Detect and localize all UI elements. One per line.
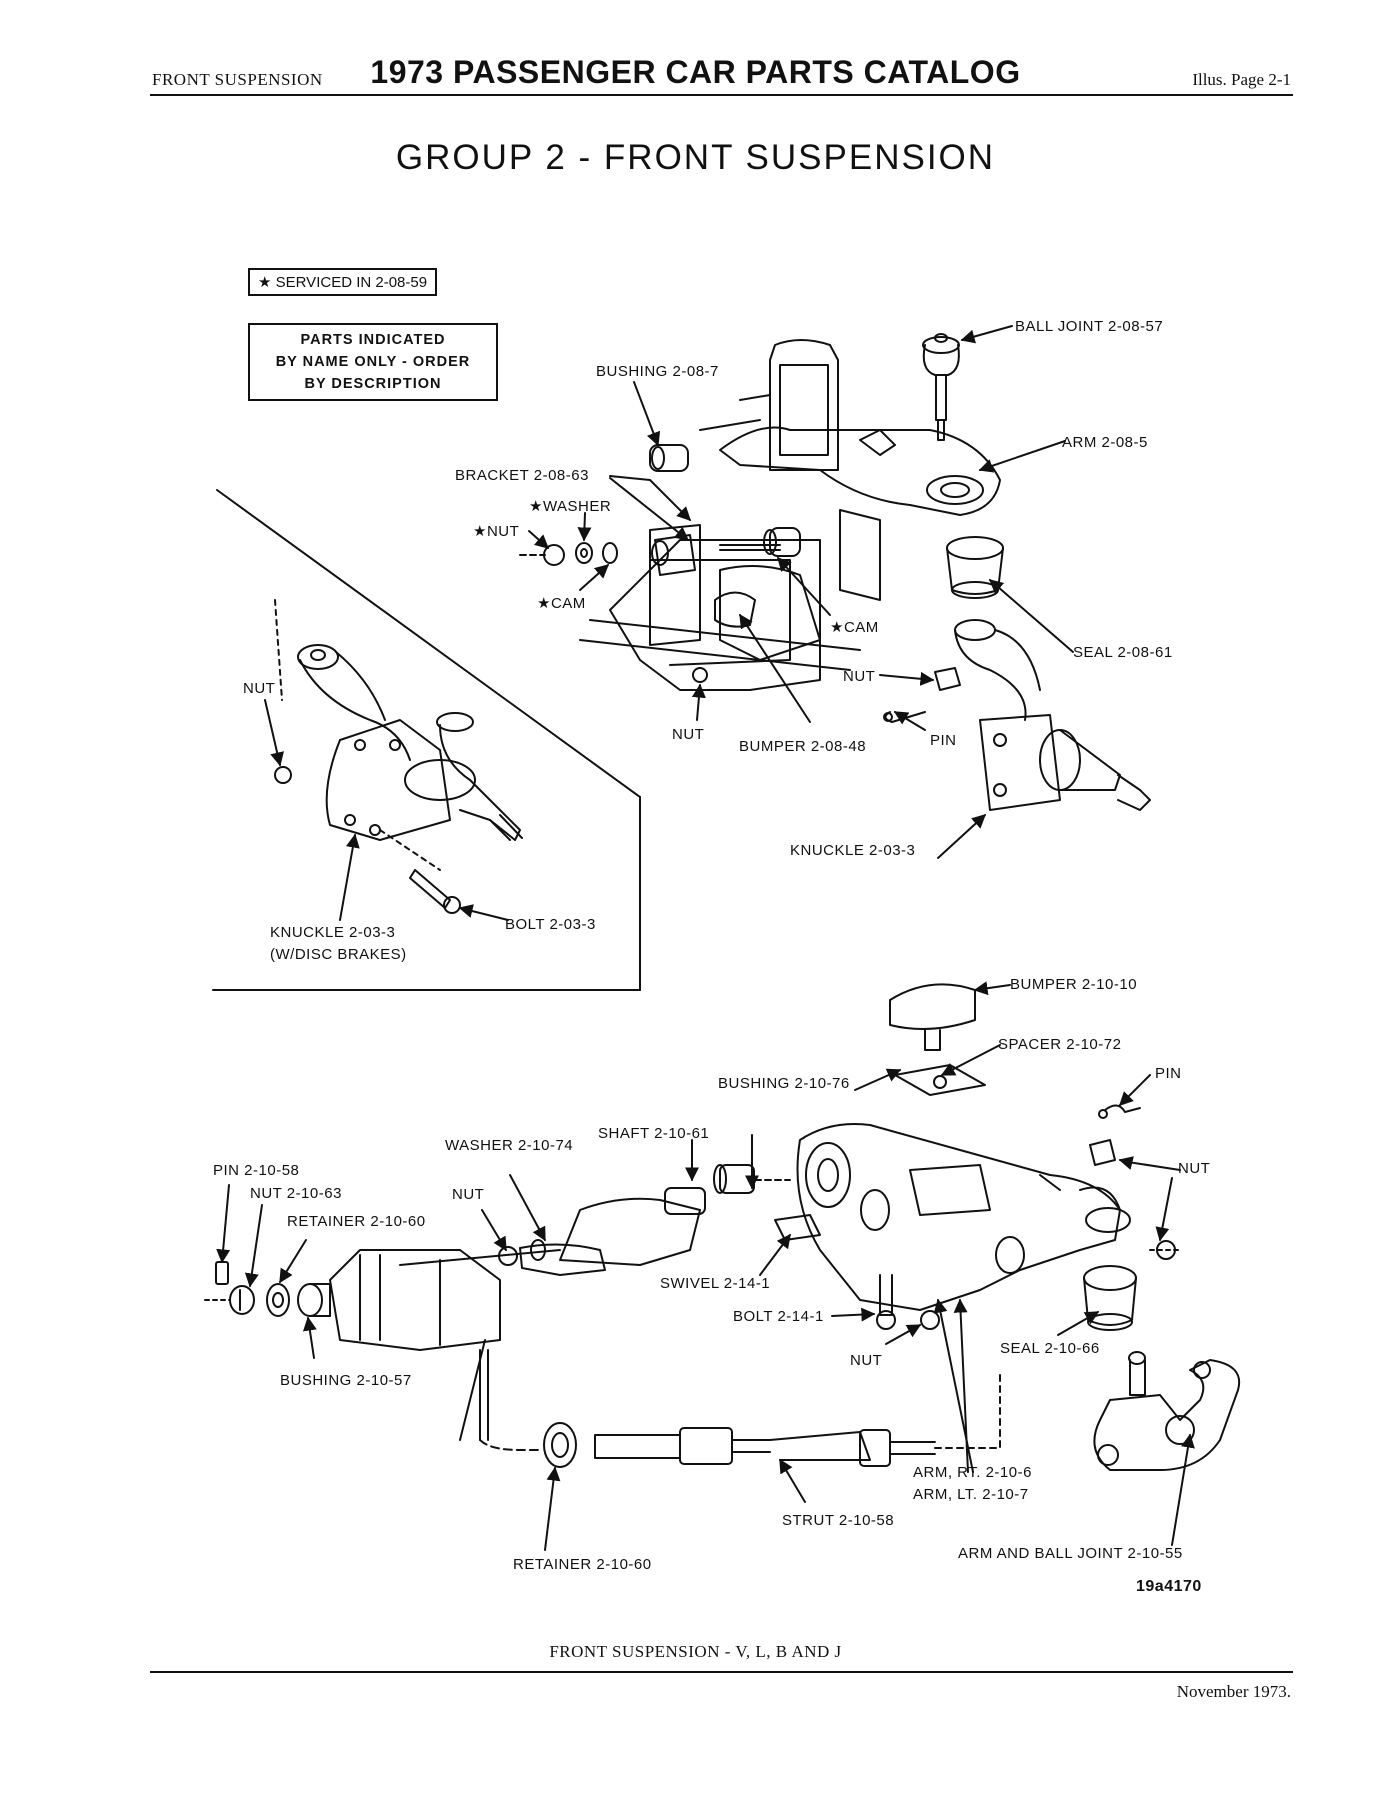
label-swivel: SWIVEL 2-14-1 bbox=[660, 1275, 771, 1292]
parts-note-line: BY DESCRIPTION bbox=[304, 376, 442, 392]
frame-bracket-drawing bbox=[579, 339, 881, 691]
label-nut-knuckle: NUT bbox=[843, 668, 876, 685]
label-bushing-76: BUSHING 2-10-76 bbox=[718, 1075, 850, 1092]
catalog-title: 1973 PASSENGER CAR PARTS CATALOG bbox=[370, 54, 1021, 90]
lower-ball-joint-hardware-drawing bbox=[1083, 1104, 1181, 1331]
label-cam-star-left: ★CAM bbox=[537, 595, 586, 612]
label-knuckle-inset-note: (W/DISC BRAKES) bbox=[270, 946, 407, 963]
label-nut-star: ★NUT bbox=[473, 523, 520, 540]
label-arm-rt: ARM, RT. 2-10-6 bbox=[913, 1464, 1032, 1481]
inset-knuckle-drawing bbox=[274, 599, 523, 914]
label-nut-bottom: NUT bbox=[850, 1352, 883, 1369]
label-nut-lower-right: NUT bbox=[1178, 1160, 1211, 1177]
label-retainer-60-bottom: RETAINER 2-10-60 bbox=[513, 1556, 652, 1573]
label-pin-lower-right: PIN bbox=[1155, 1065, 1182, 1082]
callout-leaders bbox=[216, 325, 1195, 1551]
upper-seal-drawing bbox=[946, 536, 1004, 599]
cam-bolt-hardware-drawing bbox=[519, 534, 696, 576]
label-bushing-57: BUSHING 2-10-57 bbox=[280, 1372, 412, 1389]
label-pin-58: PIN 2-10-58 bbox=[213, 1162, 300, 1179]
swivel-bolt-nut-drawing bbox=[774, 1214, 940, 1330]
label-nut-mid: NUT bbox=[452, 1186, 485, 1203]
label-arm-upper: ARM 2-08-5 bbox=[1062, 434, 1148, 451]
parts-note-line: PARTS INDICATED bbox=[300, 332, 446, 348]
parts-indicated-note: PARTS INDICATED BY NAME ONLY - ORDER BY … bbox=[248, 323, 498, 401]
inset-frame bbox=[212, 489, 641, 991]
arm-and-ball-joint-drawing bbox=[1093, 1351, 1241, 1471]
label-washer-74: WASHER 2-10-74 bbox=[445, 1137, 574, 1154]
header-rule bbox=[150, 94, 1293, 96]
label-strut: STRUT 2-10-58 bbox=[782, 1512, 895, 1529]
label-bumper-lower: BUMPER 2-10-10 bbox=[1010, 976, 1138, 993]
header-section: FRONT SUSPENSION bbox=[152, 70, 323, 89]
label-nut-bracket: NUT bbox=[672, 726, 705, 743]
label-bolt-14: BOLT 2-14-1 bbox=[733, 1308, 824, 1325]
label-seal-66: SEAL 2-10-66 bbox=[1000, 1340, 1100, 1357]
publication-date: November 1973. bbox=[1176, 1682, 1291, 1701]
lower-bumper-spacer-drawing bbox=[889, 983, 986, 1096]
figure-caption: FRONT SUSPENSION - V, L, B AND J bbox=[549, 1642, 842, 1661]
label-pin-upper: PIN bbox=[930, 732, 957, 749]
figure-number: 19a4170 bbox=[1136, 1578, 1202, 1595]
upper-ball-joint-drawing bbox=[922, 333, 960, 441]
lower-control-arm-drawing bbox=[796, 1123, 1121, 1311]
label-cam-star-right: ★CAM bbox=[830, 619, 879, 636]
label-retainer-60-top: RETAINER 2-10-60 bbox=[287, 1213, 426, 1230]
knuckle-nut-pin-drawing bbox=[883, 667, 961, 723]
label-bracket: BRACKET 2-08-63 bbox=[455, 467, 589, 484]
serviced-note: ★ SERVICED IN 2-08-59 bbox=[248, 268, 438, 296]
upper-bushings-drawing bbox=[649, 444, 801, 557]
label-seal-upper: SEAL 2-08-61 bbox=[1073, 644, 1173, 661]
upper-knuckle-drawing bbox=[954, 619, 1151, 811]
footer-rule bbox=[150, 1671, 1293, 1673]
group-title: GROUP 2 - FRONT SUSPENSION bbox=[395, 138, 996, 177]
parts-note-line: BY NAME ONLY - ORDER bbox=[275, 354, 471, 370]
label-washer-star: ★WASHER bbox=[529, 498, 612, 515]
label-ball-joint: BALL JOINT 2-08-57 bbox=[1015, 318, 1164, 335]
label-shaft: SHAFT 2-10-61 bbox=[598, 1125, 710, 1142]
label-nut-63: NUT 2-10-63 bbox=[250, 1185, 342, 1202]
label-knuckle-upper: KNUCKLE 2-03-3 bbox=[790, 842, 916, 859]
label-bumper-upper: BUMPER 2-08-48 bbox=[739, 738, 867, 755]
label-arm-ball-joint: ARM AND BALL JOINT 2-10-55 bbox=[958, 1545, 1183, 1562]
label-spacer: SPACER 2-10-72 bbox=[998, 1036, 1122, 1053]
label-bushing-upper: BUSHING 2-08-7 bbox=[596, 363, 719, 380]
strut-assembly-drawing bbox=[204, 1164, 791, 1441]
label-knuckle-inset: KNUCKLE 2-03-3 bbox=[270, 924, 396, 941]
page-reference: Illus. Page 2-1 bbox=[1192, 70, 1291, 89]
upper-control-arm-drawing bbox=[719, 426, 1001, 516]
label-bolt-inset: BOLT 2-03-3 bbox=[505, 916, 596, 933]
label-arm-lt: ARM, LT. 2-10-7 bbox=[913, 1486, 1029, 1503]
label-nut-inset: NUT bbox=[243, 680, 276, 697]
strut-rod-drawing bbox=[479, 1369, 1001, 1468]
